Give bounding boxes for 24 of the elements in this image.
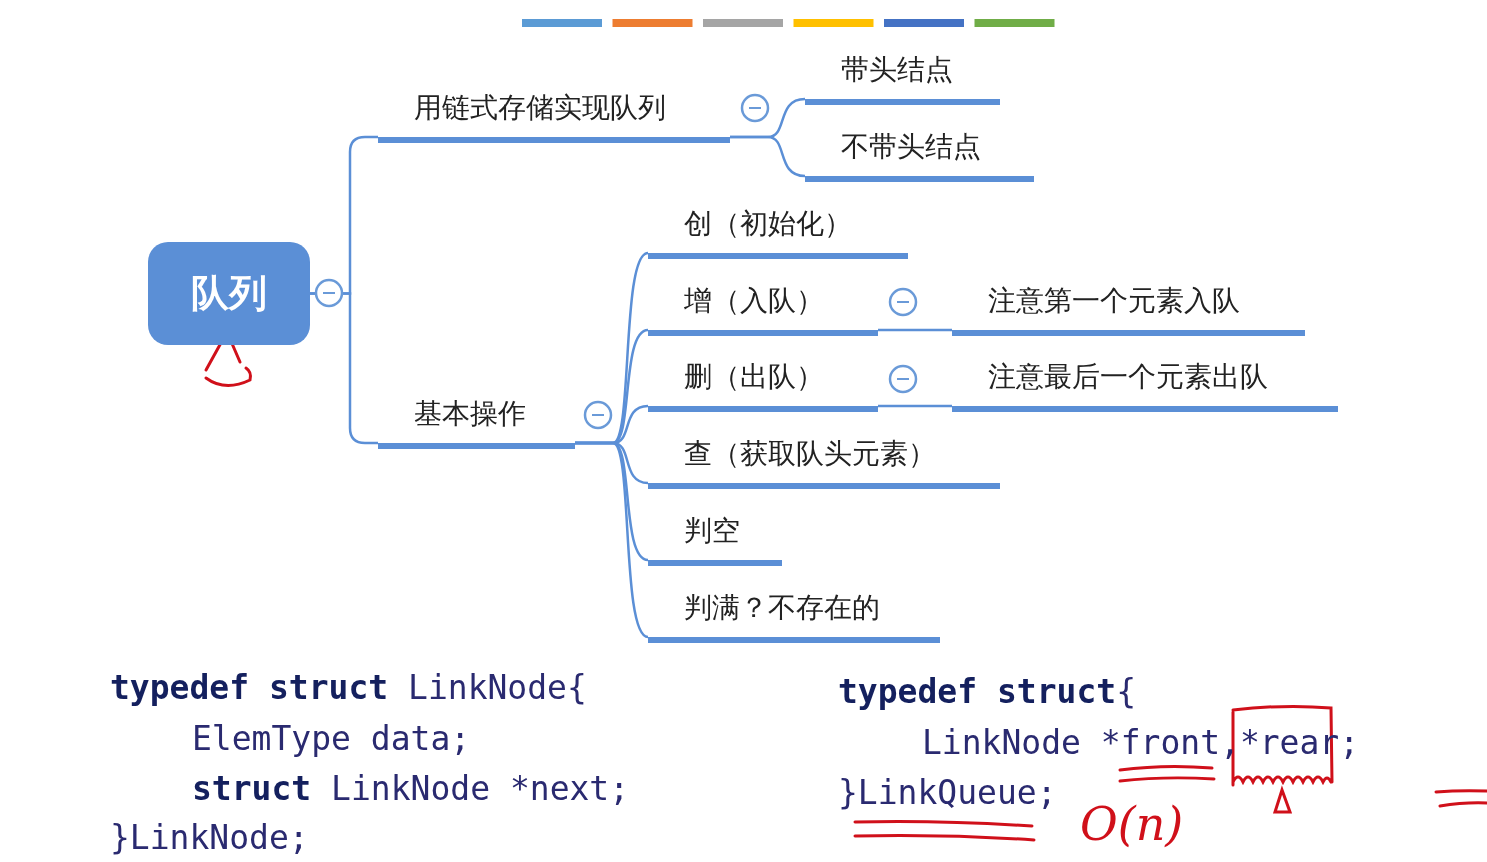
root-topic-box: 队列 [148,242,310,345]
underlined-topic: 带头结点 [805,41,1000,105]
underlined-topic: 判满？不存在的 [648,579,940,643]
code-line: ElemType data; [192,719,471,759]
underlined-topic: 删（出队） [648,348,878,412]
underlined-topic: 判空 [648,502,782,566]
handwritten-note: O(n) [1080,796,1184,852]
code-line: typedef struct LinkNode{ [110,668,587,708]
underlined-topic: 不带头结点 [805,118,1034,182]
branch-line [730,135,806,178]
code-line: typedef struct{ [838,672,1137,712]
branch-line [575,441,649,639]
code-line: }LinkNode; [110,818,309,858]
underlined-topic: 创（初始化） [648,195,908,259]
branch-line [878,328,952,332]
underlined-topic: 查（获取队头元素） [648,425,1000,489]
code-line: }LinkQueue; [838,773,1057,813]
underlined-topic: 基本操作 [378,385,575,449]
underlined-topic: 注意最后一个元素出队 [952,348,1338,412]
underlined-topic: 增（入队） [648,272,878,336]
code-line: struct LinkNode *next; [192,769,630,809]
underlined-topic: 用链式存储实现队列 [378,79,730,143]
branch-line [878,404,952,408]
underlined-topic: 注意第一个元素入队 [952,272,1305,336]
